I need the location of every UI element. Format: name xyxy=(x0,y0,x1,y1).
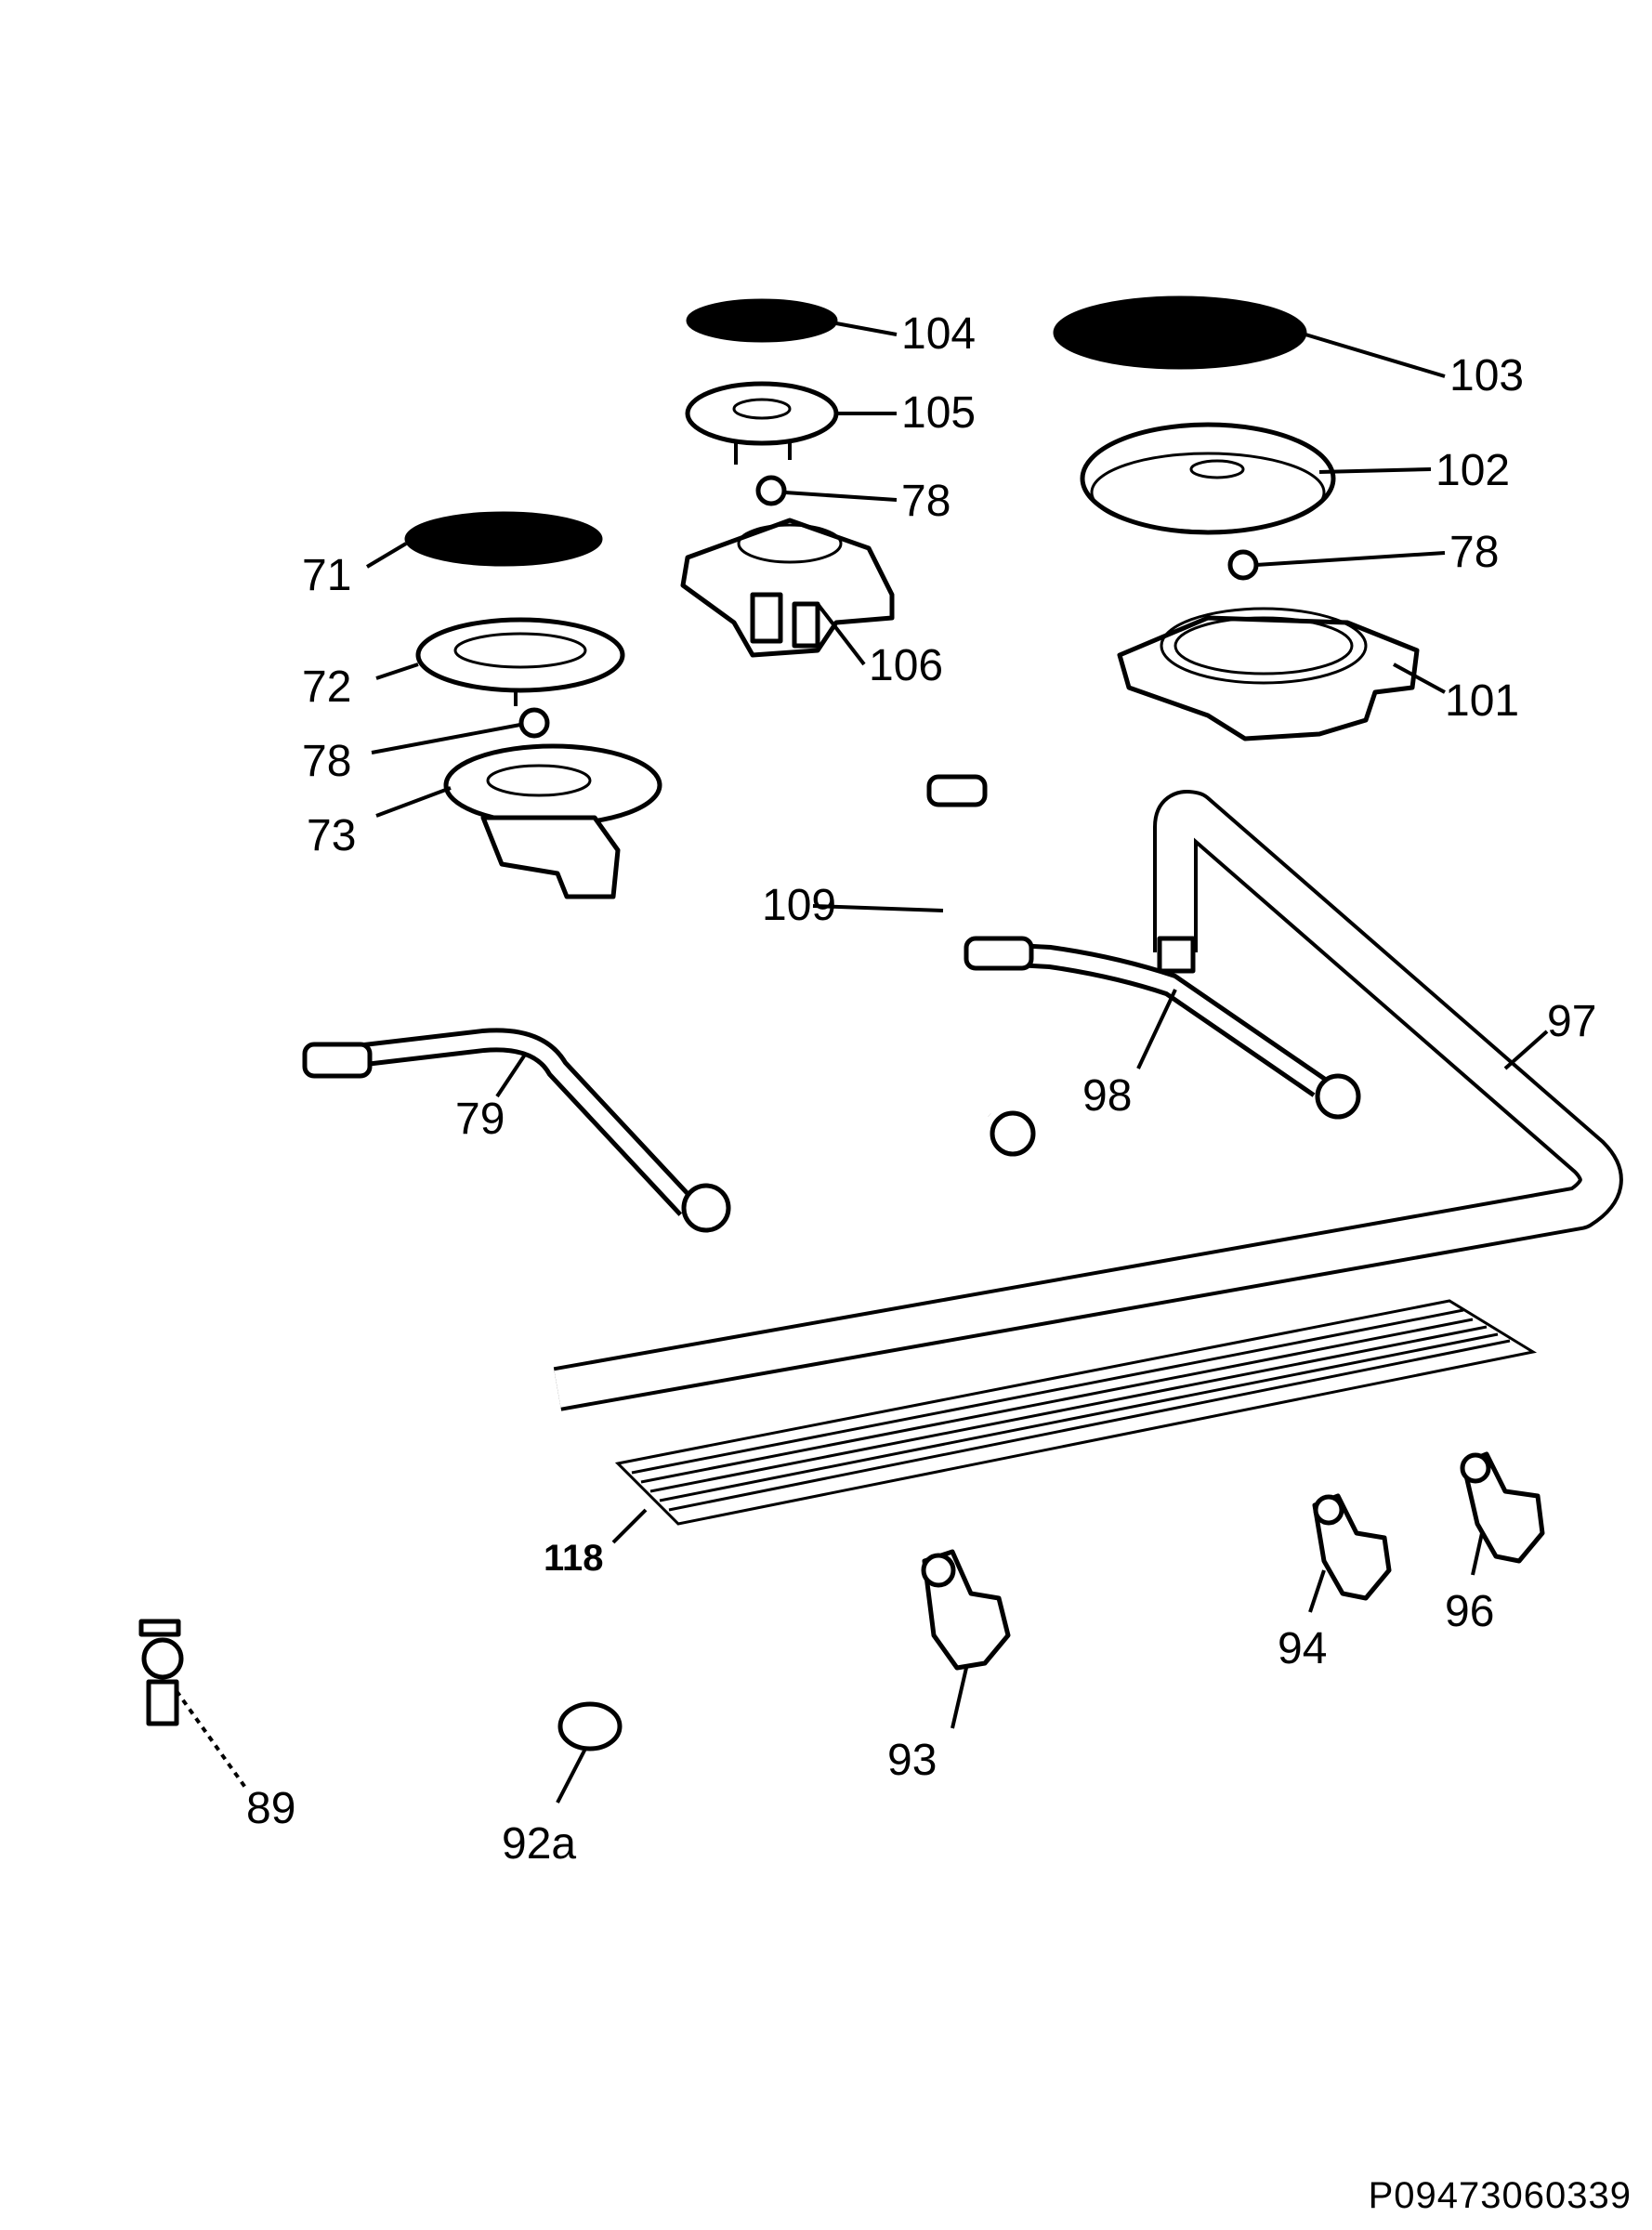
document-code: P09473060339 xyxy=(1368,2175,1632,2216)
label-78-left: 78 xyxy=(302,737,351,786)
part-78-screw-left xyxy=(371,707,550,754)
label-93: 93 xyxy=(887,1736,937,1785)
label-78-right: 78 xyxy=(1449,528,1499,577)
label-89: 89 xyxy=(246,1784,295,1833)
part-104-burner-cap xyxy=(686,298,898,343)
part-79-gas-tube xyxy=(302,1028,731,1233)
label-71: 71 xyxy=(302,551,351,600)
part-94-gas-valve xyxy=(1308,1493,1392,1613)
part-105-burner-crown xyxy=(685,381,897,465)
part-92a-knob xyxy=(556,1701,623,1804)
label-96: 96 xyxy=(1445,1587,1494,1636)
part-101-burner-base xyxy=(1117,607,1446,741)
part-102-burner-crown xyxy=(1080,422,1432,535)
label-98: 98 xyxy=(1082,1071,1132,1121)
part-96-gas-valve xyxy=(1460,1451,1545,1576)
part-78-screw-middle xyxy=(755,475,898,506)
part-103-burner-cap xyxy=(1053,295,1446,378)
part-78-screw-right xyxy=(1227,549,1446,581)
part-97-gas-rail-pipe xyxy=(553,790,1623,1411)
label-101: 101 xyxy=(1445,676,1519,726)
part-72-burner-crown xyxy=(375,617,625,706)
label-78-middle: 78 xyxy=(901,477,951,526)
label-109: 109 xyxy=(762,881,836,930)
label-73: 73 xyxy=(307,811,356,860)
label-106: 106 xyxy=(869,641,943,690)
label-79: 79 xyxy=(455,1095,505,1144)
part-109-gas-tube xyxy=(812,774,1069,1157)
label-104: 104 xyxy=(901,309,976,359)
part-73-burner-base xyxy=(375,743,662,899)
label-97: 97 xyxy=(1547,997,1596,1046)
label-118: 118 xyxy=(544,1538,604,1579)
label-103: 103 xyxy=(1449,351,1524,400)
part-98-gas-tube xyxy=(964,936,1361,1120)
part-106-burner-base xyxy=(680,518,895,666)
part-93-gas-valve xyxy=(921,1549,1011,1729)
label-72: 72 xyxy=(302,662,351,712)
part-89-ignition-spark xyxy=(138,1619,248,1791)
label-102: 102 xyxy=(1436,446,1510,495)
label-105: 105 xyxy=(901,388,976,438)
label-94: 94 xyxy=(1278,1624,1327,1673)
part-118-control-panel-strip xyxy=(611,1299,1538,1544)
label-92a: 92a xyxy=(502,1819,576,1869)
part-71-burner-cap xyxy=(365,511,603,569)
